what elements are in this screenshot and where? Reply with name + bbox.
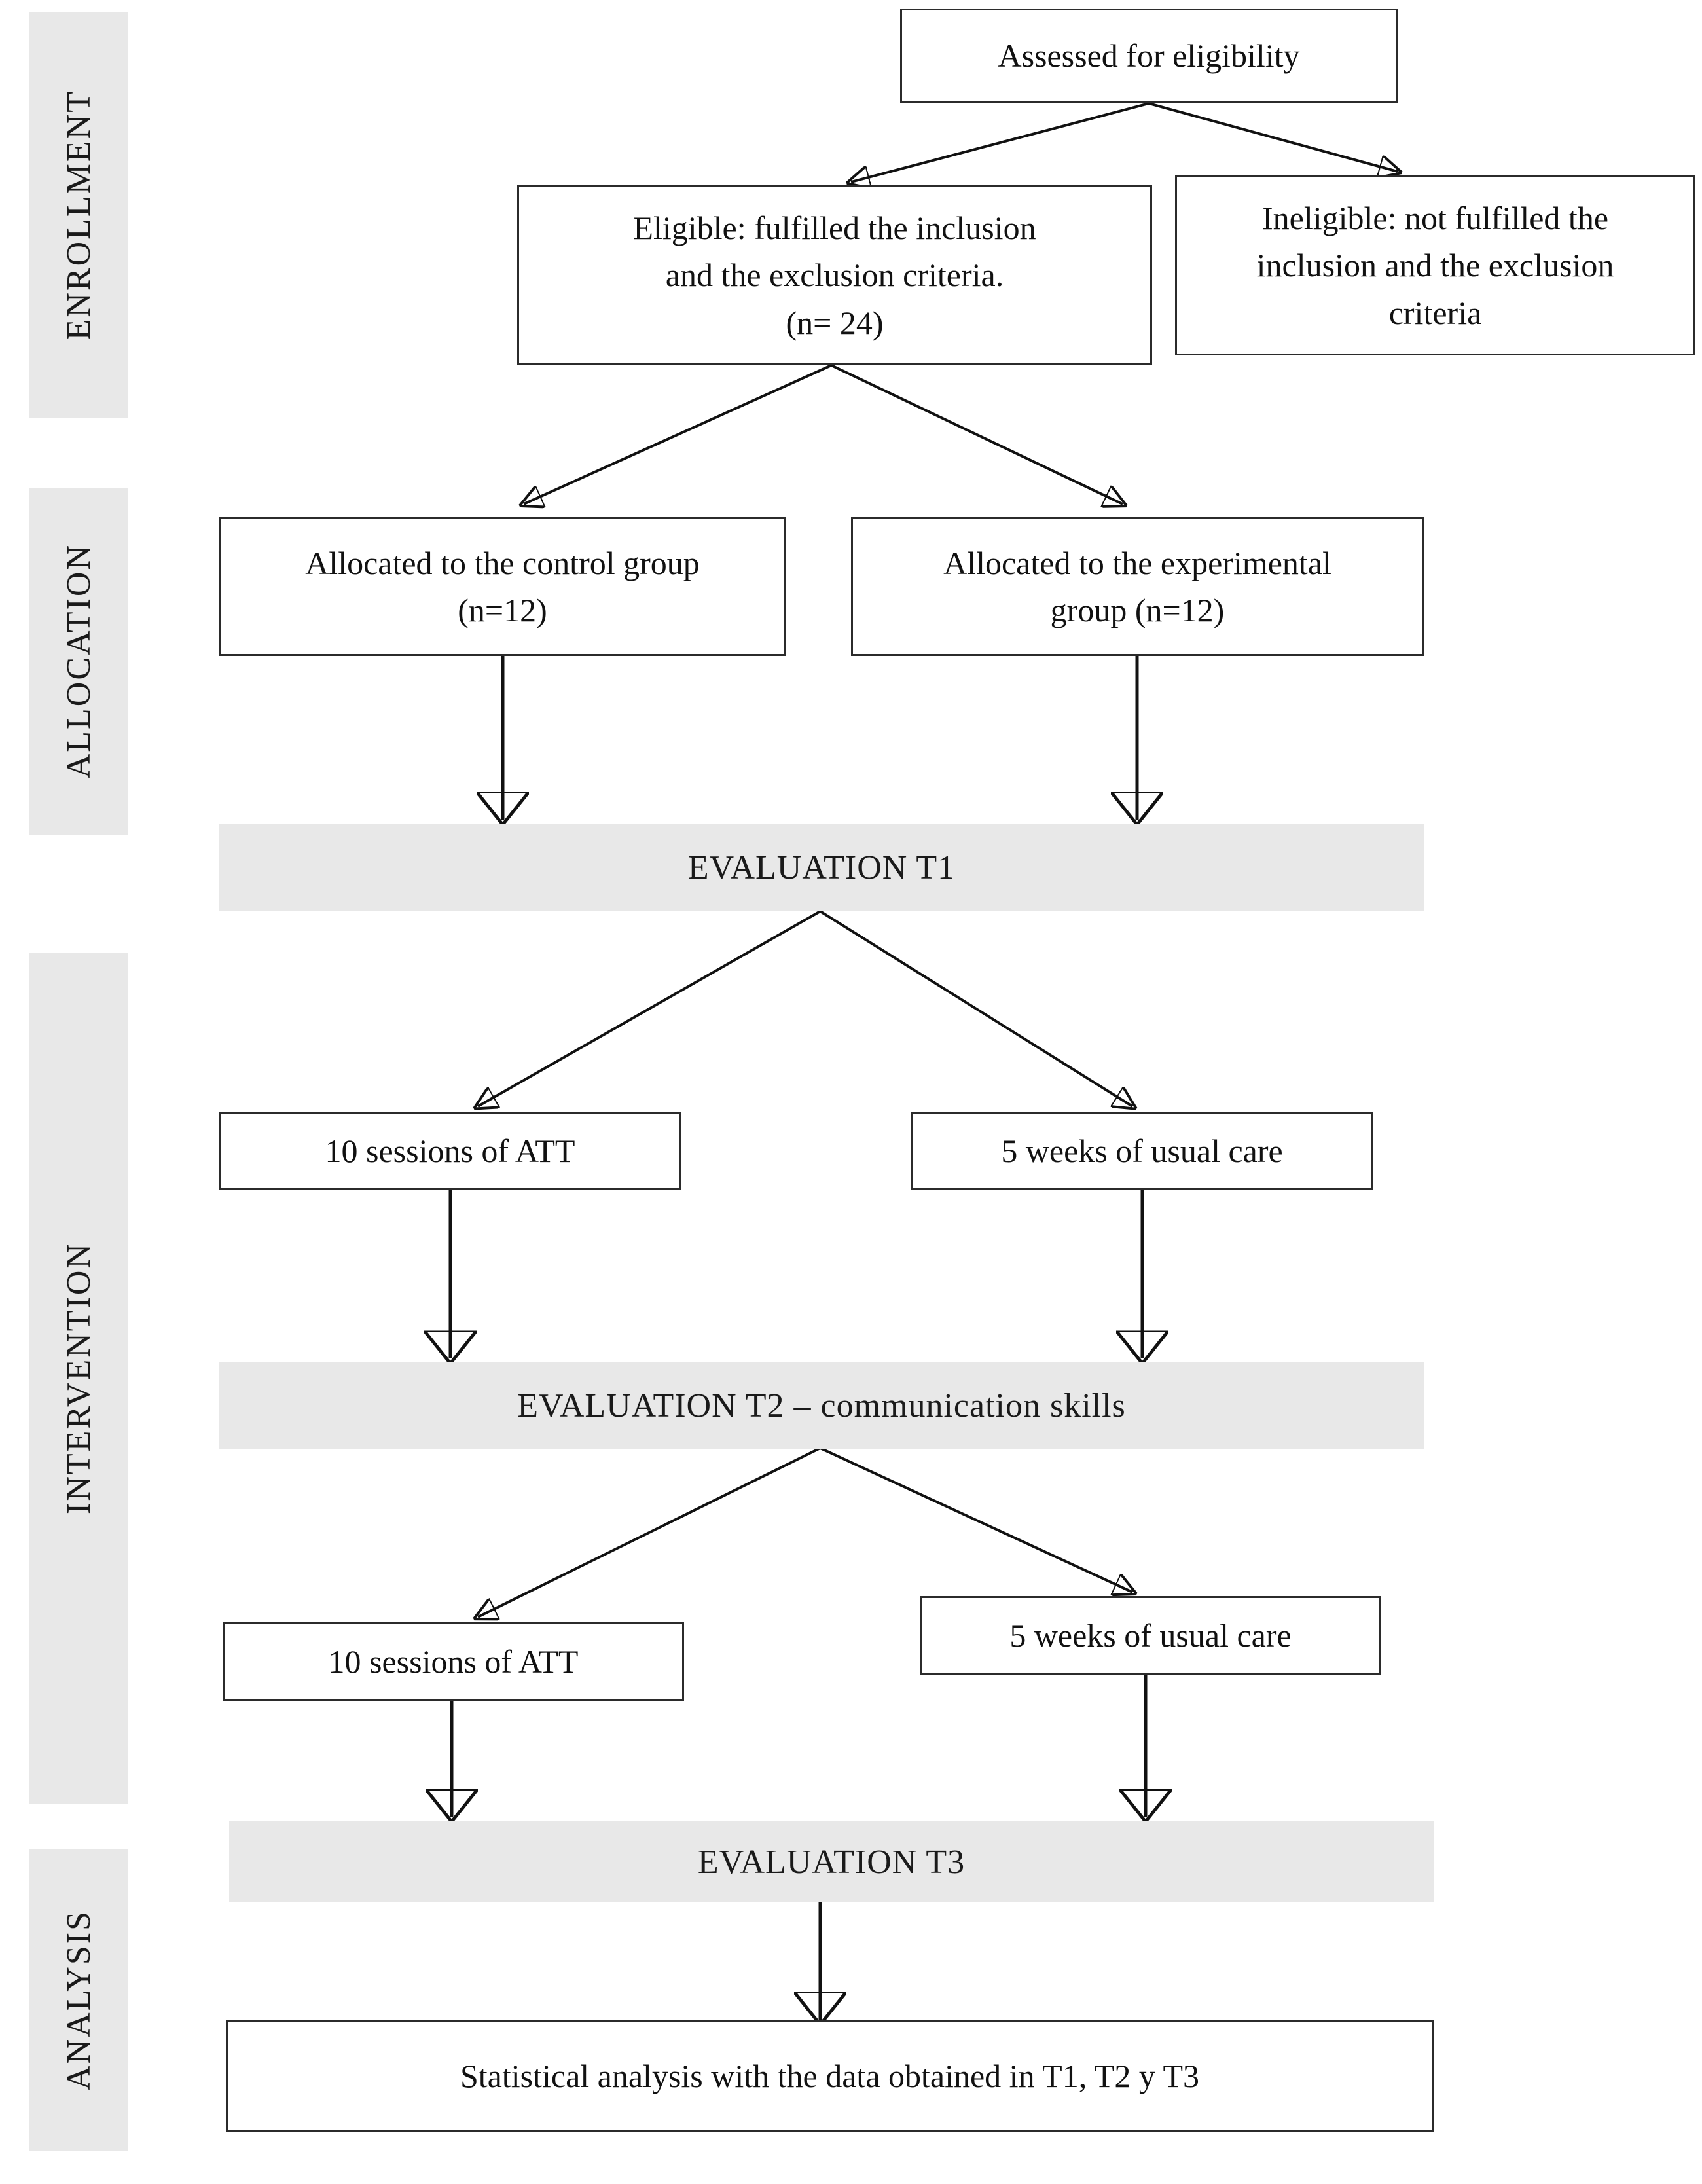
node-eligible-label: Eligible: fulfilled the inclusion and th…: [528, 204, 1141, 347]
node-assessed-for-eligibility[interactable]: Assessed for eligibility: [900, 9, 1398, 103]
phase-label-analysis: ANALYSIS: [60, 1910, 98, 2090]
phase-bar-enrollment: ENROLLMENT: [29, 12, 128, 418]
node-allocated-experimental-line-1: Allocated to the experimental: [943, 544, 1331, 581]
phase-bar-allocation: ALLOCATION: [29, 488, 128, 835]
phase-label-allocation: ALLOCATION: [60, 543, 98, 779]
node-eligible-line-2: and the exclusion criteria.: [665, 257, 1004, 294]
node-statistical-analysis-label: Statistical analysis with the data obtai…: [460, 2057, 1199, 2094]
node-assessed-label: Assessed for eligibility: [998, 37, 1300, 75]
node-eligible-line-3: (n= 24): [786, 304, 884, 341]
node-allocated-control-label: Allocated to the control group (n=12): [230, 539, 774, 634]
phase-label-intervention: INTERVENTION: [60, 1242, 98, 1514]
node-allocated-control-line-1: Allocated to the control group: [305, 544, 700, 581]
node-ineligible-line-1: Ineligible: not fulfilled the: [1261, 199, 1609, 236]
node-usual-care-round-1[interactable]: 5 weeks of usual care: [911, 1112, 1373, 1190]
node-ineligible[interactable]: Ineligible: not fulfilled the inclusion …: [1175, 175, 1695, 355]
node-allocated-control-line-2: (n=12): [458, 592, 547, 628]
edge-assessed-to-eligible: [851, 102, 1150, 182]
edge-eval-t1-to-att-1: [478, 910, 821, 1106]
node-allocated-experimental-group[interactable]: Allocated to the experimental group (n=1…: [851, 517, 1424, 656]
node-ineligible-line-3: criteria: [1388, 294, 1482, 331]
edge-eligible-to-control: [524, 364, 832, 504]
node-statistical-analysis[interactable]: Statistical analysis with the data obtai…: [226, 2020, 1434, 2132]
band-evaluation-t3: EVALUATION T3: [229, 1821, 1434, 1902]
node-att-sessions-round-2-label: 10 sessions of ATT: [328, 1643, 579, 1680]
edge-eval-t1-to-usual-care-1: [819, 910, 1132, 1106]
node-allocated-experimental-line-2: group (n=12): [1050, 592, 1225, 628]
phase-label-enrollment: ENROLLMENT: [60, 89, 98, 340]
node-usual-care-round-1-label: 5 weeks of usual care: [1001, 1132, 1283, 1169]
band-evaluation-t2-label: EVALUATION T2 – communication skills: [517, 1387, 1126, 1425]
band-evaluation-t1: EVALUATION T1: [219, 824, 1424, 911]
node-allocated-experimental-label: Allocated to the experimental group (n=1…: [862, 539, 1413, 634]
node-usual-care-round-2[interactable]: 5 weeks of usual care: [920, 1596, 1381, 1675]
band-evaluation-t2: EVALUATION T2 – communication skills: [219, 1362, 1424, 1449]
node-att-sessions-round-2[interactable]: 10 sessions of ATT: [223, 1622, 684, 1701]
edge-eval-t2-to-usual-care-2: [820, 1447, 1132, 1592]
node-eligible-line-1: Eligible: fulfilled the inclusion: [633, 209, 1036, 246]
phase-bar-analysis: ANALYSIS: [29, 1849, 128, 2151]
node-att-sessions-round-1-label: 10 sessions of ATT: [325, 1132, 575, 1169]
node-ineligible-label: Ineligible: not fulfilled the inclusion …: [1186, 194, 1684, 337]
band-evaluation-t1-label: EVALUATION T1: [687, 848, 956, 886]
band-evaluation-t3-label: EVALUATION T3: [697, 1843, 966, 1881]
node-att-sessions-round-1[interactable]: 10 sessions of ATT: [219, 1112, 681, 1190]
node-eligible[interactable]: Eligible: fulfilled the inclusion and th…: [517, 185, 1152, 365]
phase-bar-intervention: INTERVENTION: [29, 953, 128, 1804]
node-usual-care-round-2-label: 5 weeks of usual care: [1009, 1616, 1292, 1654]
edge-assessed-to-ineligible: [1148, 102, 1398, 172]
node-allocated-control-group[interactable]: Allocated to the control group (n=12): [219, 517, 786, 656]
node-ineligible-line-2: inclusion and the exclusion: [1256, 247, 1614, 284]
edge-eligible-to-experimental: [831, 364, 1123, 504]
edge-eval-t2-to-att-2: [478, 1447, 821, 1617]
